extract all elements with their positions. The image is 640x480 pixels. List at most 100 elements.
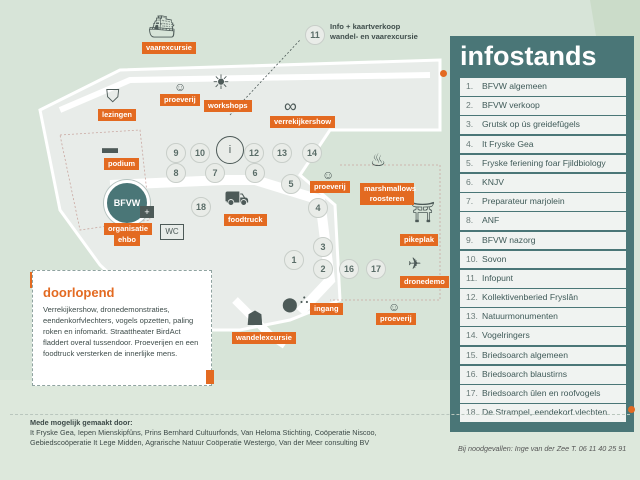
- credits-line-1: It Fryske Gea, Iepen Mienskipfûns, Prins…: [30, 428, 377, 437]
- infostand-item: 6. KNJV: [460, 173, 626, 192]
- infostand-label: Vogelringers: [482, 330, 530, 341]
- stand-pin-11[interactable]: 11: [305, 25, 325, 45]
- infostand-label: De Strampel, eendekorf vlechten: [482, 407, 608, 418]
- infostand-label: Sovon: [482, 253, 507, 264]
- infostand-label: Natuurmonumenten: [482, 311, 558, 322]
- infostand-item: 15.Briedsoarch algemeen: [460, 346, 626, 365]
- swing-icon: ⛩: [410, 202, 436, 224]
- infostand-item: 5.Fryske feriening foar Fjildbiology: [460, 154, 626, 173]
- doorlopend-accent-bottom: [206, 370, 214, 384]
- stand-pin-8[interactable]: 8: [166, 163, 186, 183]
- stand-pin-6[interactable]: 6: [245, 163, 265, 183]
- infostand-number: 16.: [466, 368, 478, 379]
- stand-pin-9[interactable]: 9: [166, 143, 186, 163]
- info-callout-line2: wandel- en vaarexcursie: [330, 32, 418, 41]
- tag-proeverij-1: proeverij: [160, 94, 200, 106]
- infostand-item: 9.BFVW nazorg: [460, 231, 626, 250]
- smiley-icon: ☺: [174, 80, 187, 94]
- infostand-item: 11. Infopunt: [460, 269, 626, 288]
- tag-podium: podium: [104, 158, 140, 170]
- binoculars-icon: ∞: [284, 96, 297, 116]
- doorlopend-body: Verrekijkershow, dronedemonstraties, een…: [43, 305, 199, 358]
- infostand-number: 7.: [466, 196, 474, 207]
- drone-icon: ✈: [408, 256, 422, 273]
- tag-lezingen: lezingen: [98, 109, 137, 121]
- infostand-number: 5.: [466, 157, 474, 168]
- info-callout: Info + kaartverkoop wandel- en vaarexcur…: [330, 22, 418, 42]
- stand-pin-7[interactable]: 7: [205, 163, 225, 183]
- pushpin-top-left: [440, 70, 447, 77]
- infostand-number: 9.: [466, 234, 474, 245]
- smiley-icon: ☺: [388, 300, 401, 314]
- infostand-item: 16.Briedsoarch blaustirns: [460, 365, 626, 384]
- infostand-label: BFVW algemeen: [482, 81, 547, 91]
- tag-verrekijkershow: verrekijkershow: [270, 116, 336, 128]
- tag-pikeplak: pikeplak: [400, 234, 439, 246]
- infostand-item: 12. Kollektivenberied Fryslân: [460, 289, 626, 307]
- infostand-number: 14.: [466, 330, 478, 341]
- infostand-item: 7. Preparateur marjolein: [460, 193, 626, 211]
- infostand-number: 11.: [466, 272, 478, 283]
- first-aid-icon: +: [140, 206, 154, 218]
- stand-pin-10[interactable]: 10: [190, 143, 210, 163]
- infostand-item: 13. Natuurmonumenten: [460, 308, 626, 326]
- stand-pin-18[interactable]: 18: [191, 197, 211, 217]
- infostand-number: 3.: [466, 119, 474, 130]
- stand-pin-17[interactable]: 17: [366, 259, 386, 279]
- wc-sign: WC: [160, 224, 184, 240]
- stage-icon: ▬: [102, 140, 118, 157]
- info-callout-line1: Info + kaartverkoop: [330, 22, 401, 31]
- infostands-list: 1.BFVW algemeen 2. BFVW verkoop 3.Grutsk op…: [460, 78, 626, 423]
- footer: [0, 408, 640, 480]
- stand-pin-2[interactable]: 2: [313, 259, 333, 279]
- emergency-contact: Bij noodgevallen: Inge van der Zee T. 06…: [458, 444, 627, 453]
- info-icon: i: [216, 136, 244, 164]
- infostand-label: KNJV: [482, 176, 504, 187]
- infostand-number: 2.: [466, 100, 474, 111]
- tag-marshmallows: marshmallows roosteren: [360, 183, 416, 205]
- credits-line-2: Gebiedscoöperatie It Lege Midden, Agrari…: [30, 438, 370, 447]
- pushpin-bottom-right: [628, 406, 635, 413]
- stand-pin-4[interactable]: 4: [308, 198, 328, 218]
- credits: Mede mogelijk gemaakt door: It Fryske Ge…: [30, 418, 377, 448]
- tag-foodtruck: foodtruck: [224, 214, 267, 226]
- tag-proeverij-2: proeverij: [310, 181, 350, 193]
- credits-heading: Mede mogelijk gemaakt door:: [30, 418, 133, 427]
- hiker-icon: ☗: [246, 308, 264, 330]
- smiley-icon: ☺: [322, 168, 335, 182]
- tag-dronedemo: dronedemo: [400, 276, 449, 288]
- location-pin-icon: ⬤: [282, 296, 298, 312]
- lecture-icon: ⛉: [106, 86, 120, 106]
- infostand-number: 10.: [466, 253, 478, 264]
- tag-ehbo: ehbo: [114, 234, 140, 246]
- stand-pin-14[interactable]: 14: [302, 143, 322, 163]
- infostand-number: 15.: [466, 349, 478, 360]
- tag-wandelexcursie: wandelexcursie: [232, 332, 296, 344]
- infostand-item: 18. De Strampel, eendekorf vlechten: [460, 404, 626, 422]
- infostand-number: 8.: [466, 215, 474, 226]
- infostand-item: 3.Grutsk op ús greidefûgels: [460, 116, 626, 135]
- stand-pin-1[interactable]: 1: [284, 250, 304, 270]
- infostand-number: 17.: [466, 388, 478, 398]
- campfire-icon: ♨: [370, 150, 387, 170]
- infostand-number: 6.: [466, 176, 474, 187]
- infostand-label: Kollektivenberied Fryslân: [482, 292, 579, 303]
- stand-pin-13[interactable]: 13: [272, 143, 292, 163]
- stand-pin-12[interactable]: 12: [244, 143, 264, 163]
- stand-pin-3[interactable]: 3: [313, 237, 333, 257]
- doorlopend-title: doorlopend: [43, 285, 115, 300]
- infostand-number: 13.: [466, 311, 478, 322]
- infostand-number: 12.: [466, 292, 478, 303]
- infostand-label: Preparateur marjolein: [482, 196, 565, 207]
- infostand-label: Briedsoarch ûlen en roofvogels: [482, 388, 601, 398]
- infostand-label: BFVW verkoop: [482, 100, 540, 111]
- tag-vaarexcursie: vaarexcursie: [142, 42, 196, 54]
- stand-pin-5[interactable]: 5: [281, 174, 301, 194]
- truck-icon: ⛟: [224, 188, 250, 210]
- infostand-item: 1.BFVW algemeen: [460, 78, 626, 96]
- stand-pin-16[interactable]: 16: [339, 259, 359, 279]
- infostand-item: 4.It Fryske Gea: [460, 135, 626, 154]
- infostand-number: 18.: [466, 407, 478, 418]
- infostand-label: Infopunt: [482, 272, 514, 283]
